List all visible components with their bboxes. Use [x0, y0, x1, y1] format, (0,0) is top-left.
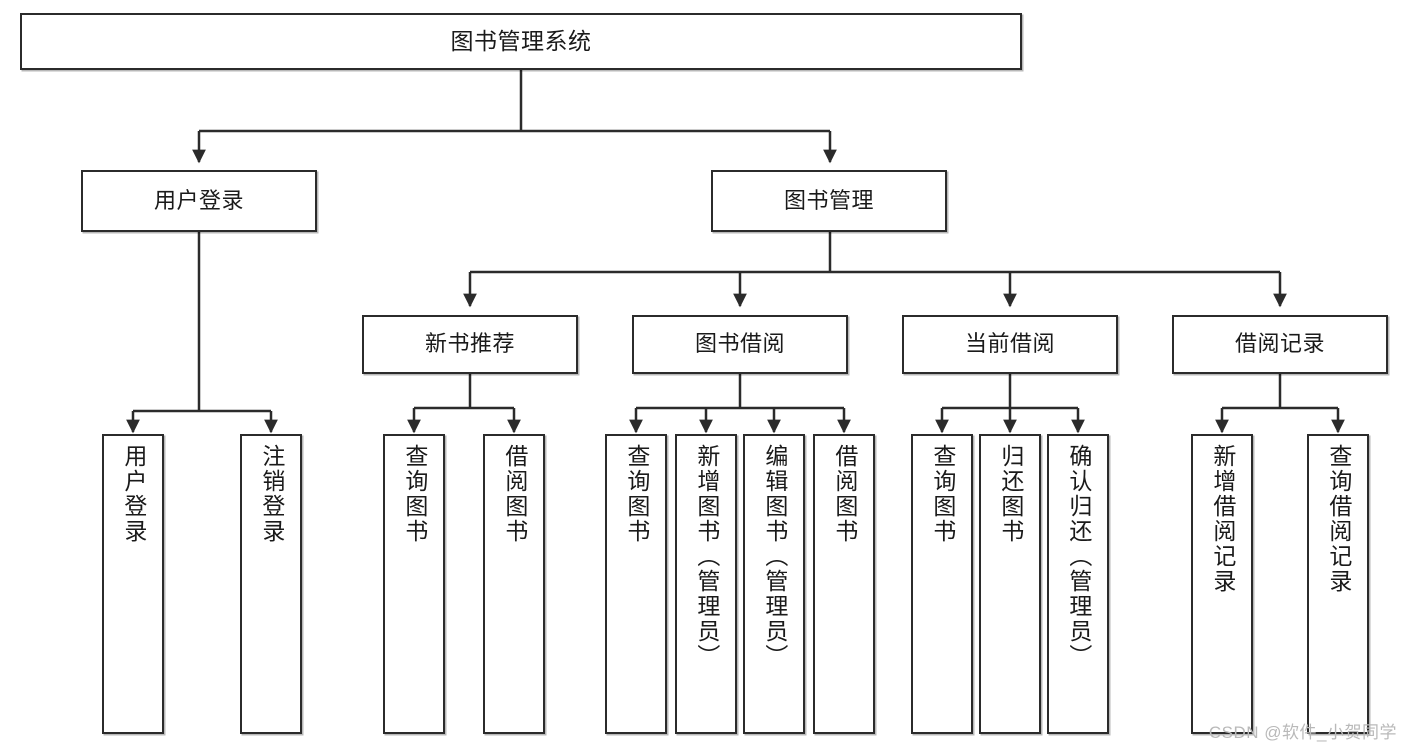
node-label: 图书管理系统: [450, 27, 592, 54]
node-book-management[interactable]: 图书管理: [711, 170, 947, 232]
leaf-borrow-borrow-book[interactable]: 借阅图书: [813, 434, 875, 734]
node-label: 借阅图书: [501, 444, 528, 544]
leaf-borrow-add-book-admin[interactable]: 新增图书（管理员）: [675, 434, 737, 734]
leaf-record-add-record[interactable]: 新增借阅记录: [1191, 434, 1253, 734]
node-label: 借阅记录: [1234, 331, 1325, 357]
node-label: 新增图书（管理员）: [693, 444, 720, 669]
leaf-recommend-query-book[interactable]: 查询图书: [383, 434, 445, 734]
leaf-recommend-borrow-book[interactable]: 借阅图书: [483, 434, 545, 734]
leaf-borrow-edit-book-admin[interactable]: 编辑图书（管理员）: [743, 434, 805, 734]
node-label: 查询图书: [929, 444, 956, 544]
node-label: 归还图书: [997, 444, 1024, 544]
node-current-borrow[interactable]: 当前借阅: [902, 315, 1118, 374]
leaf-current-confirm-return-admin[interactable]: 确认归还（管理员）: [1047, 434, 1109, 734]
node-label: 图书借阅: [694, 331, 785, 357]
node-new-book-recommend[interactable]: 新书推荐: [362, 315, 578, 374]
leaf-user-login-login[interactable]: 用户登录: [102, 434, 164, 734]
node-label: 查询借阅记录: [1325, 444, 1352, 594]
leaf-record-query-record[interactable]: 查询借阅记录: [1307, 434, 1369, 734]
node-label: 编辑图书（管理员）: [761, 444, 788, 669]
leaf-current-return-book[interactable]: 归还图书: [979, 434, 1041, 734]
node-label: 确认归还（管理员）: [1065, 444, 1092, 669]
node-label: 查询图书: [623, 444, 650, 544]
node-label: 注销登录: [258, 444, 285, 544]
leaf-current-query-book[interactable]: 查询图书: [911, 434, 973, 734]
node-label: 借阅图书: [831, 444, 858, 544]
leaf-user-login-logout[interactable]: 注销登录: [240, 434, 302, 734]
node-book-borrow[interactable]: 图书借阅: [632, 315, 848, 374]
node-label: 图书管理: [783, 187, 874, 213]
watermark: CSDN @软件_小贺同学: [1208, 723, 1397, 742]
node-label: 查询图书: [401, 444, 428, 544]
node-label: 用户登录: [120, 444, 147, 544]
leaf-borrow-query-book[interactable]: 查询图书: [605, 434, 667, 734]
node-label: 新增借阅记录: [1209, 444, 1236, 594]
node-label: 用户登录: [153, 187, 244, 213]
node-user-login[interactable]: 用户登录: [81, 170, 317, 232]
node-root-system[interactable]: 图书管理系统: [20, 13, 1022, 70]
node-borrow-record[interactable]: 借阅记录: [1172, 315, 1388, 374]
node-label: 当前借阅: [964, 331, 1055, 357]
node-label: 新书推荐: [424, 331, 515, 357]
